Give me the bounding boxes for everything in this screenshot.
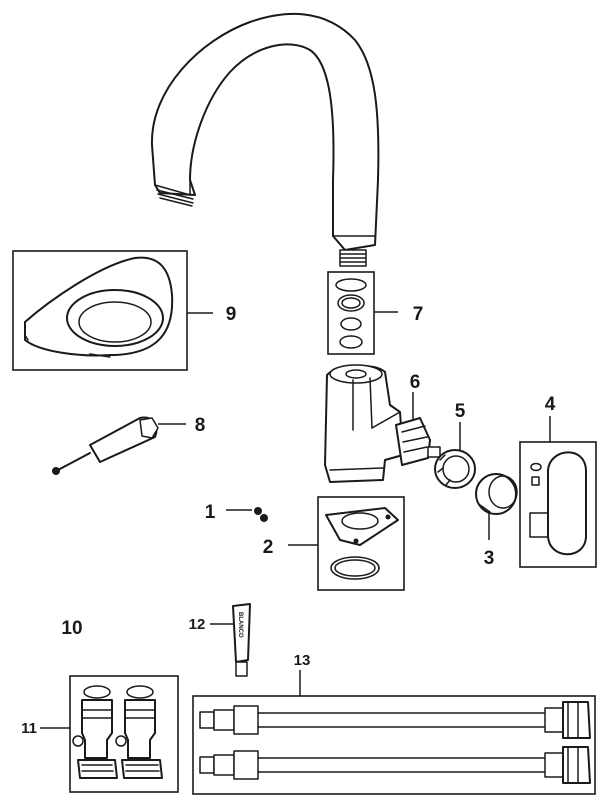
callout-1: 1 (205, 502, 216, 523)
lever-handle-icon (519, 416, 597, 568)
callout-4: 4 (545, 394, 556, 415)
seal-rings-icon (327, 271, 398, 355)
callout-3: 3 (484, 548, 495, 569)
tube-label: BLANCO (237, 612, 243, 638)
callout-6: 6 (410, 372, 421, 393)
sleeve-ring-icon (475, 473, 518, 540)
valve-cartridge-icon (395, 392, 441, 466)
callout-2: 2 (263, 537, 274, 558)
tap-body-icon (324, 364, 404, 483)
callout-11: 11 (21, 720, 37, 737)
spout-icon (150, 13, 380, 267)
callout-13: 13 (294, 652, 311, 669)
grease-tube-icon: BLANCO (210, 603, 251, 677)
nut-ring-icon (434, 422, 476, 489)
isolation-valves-icon (40, 675, 179, 793)
callout-10: 10 (61, 618, 82, 639)
ring-holder-icon (12, 250, 213, 371)
callout-8: 8 (195, 415, 206, 436)
wrench-tool-icon (52, 416, 186, 475)
screws-icon (226, 507, 268, 522)
callout-12: 12 (189, 616, 206, 633)
mounting-plate-icon (288, 496, 405, 591)
callout-5: 5 (455, 401, 466, 422)
callout-9: 9 (226, 304, 237, 325)
callout-7: 7 (413, 304, 424, 325)
flexible-hoses-icon (192, 670, 596, 795)
